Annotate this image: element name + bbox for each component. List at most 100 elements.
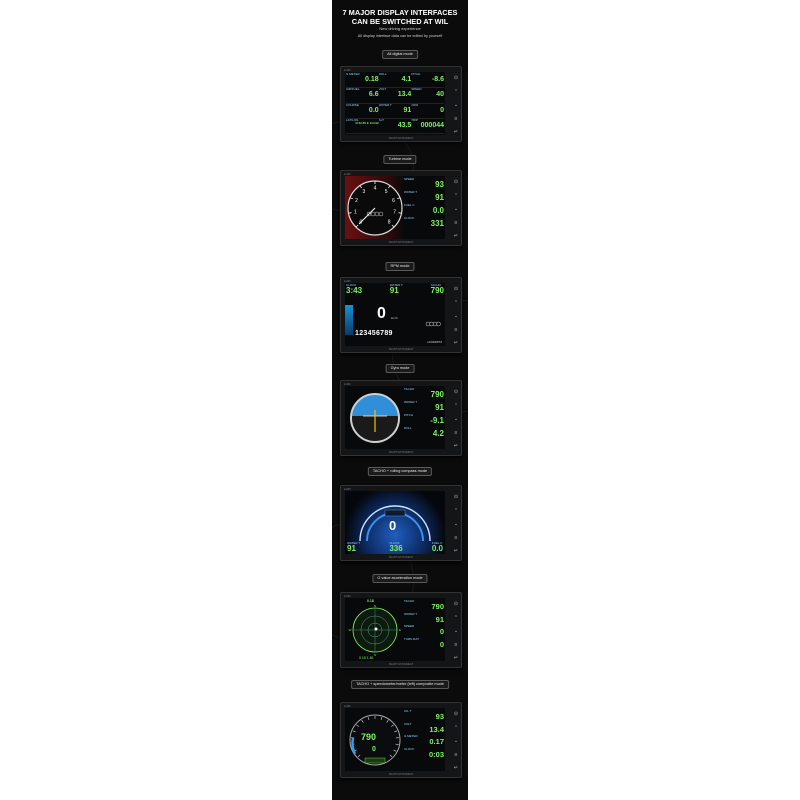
readout-value: 3:43	[346, 286, 363, 295]
back-icon[interactable]: ↵	[453, 765, 459, 771]
clock-icon[interactable]: ⊙	[453, 179, 459, 185]
brand-logo: LUFI	[344, 172, 351, 176]
readout-value: 0:03	[428, 749, 444, 759]
bar-indicator	[364, 757, 386, 764]
cell-label: WATER T	[378, 103, 392, 107]
clock-icon[interactable]: ⊙	[453, 389, 459, 395]
down-arrow-icon[interactable]: ⌄	[453, 313, 459, 319]
up-arrow-icon[interactable]: ⌃	[453, 507, 459, 514]
up-arrow-icon[interactable]: ⌃	[453, 614, 459, 621]
gauge-tick	[357, 754, 361, 758]
device-footer: SMART INSTRUMENT	[388, 663, 414, 666]
menu-icon[interactable]: ≡	[454, 219, 458, 226]
bezel-top: LUFI	[344, 594, 453, 598]
readout-value: 790	[430, 390, 444, 399]
side-buttons: ⊙ ⌃ ⌄ ≡ ↵	[452, 601, 460, 661]
down-arrow-icon[interactable]: ⌄	[453, 628, 459, 634]
back-icon[interactable]: ↵	[453, 340, 459, 346]
readout-label: CLOCK	[346, 283, 357, 287]
up-arrow-icon[interactable]: ⌃	[453, 192, 459, 199]
up-arrow-icon[interactable]: ⌃	[453, 88, 459, 95]
menu-icon[interactable]: ≡	[454, 534, 458, 541]
cell-label: SPEED	[411, 88, 422, 92]
gauge-ring	[349, 714, 401, 766]
down-arrow-icon[interactable]: ⌄	[453, 416, 459, 422]
down-arrow-icon[interactable]: ⌄	[453, 102, 459, 108]
cell-label: COURSE	[346, 103, 359, 107]
side-buttons: ⊙ ⌃ ⌄ ≡ ↵	[452, 494, 460, 554]
readout-value: 790	[430, 286, 444, 295]
menu-icon[interactable]: ≡	[454, 115, 458, 122]
clock-icon[interactable]: ⊙	[453, 601, 459, 607]
readout-label: TACHO	[430, 283, 441, 287]
clock-icon[interactable]: ⊙	[453, 75, 459, 81]
readout-value: 0	[439, 639, 444, 649]
back-icon[interactable]: ↵	[453, 233, 459, 239]
speed-unit: km/h	[391, 316, 398, 320]
rpm-scale: 123456789	[355, 330, 393, 337]
readout-label: FUEL C	[404, 203, 415, 207]
readout-value: 91	[435, 403, 444, 412]
menu-icon[interactable]: ≡	[454, 429, 458, 436]
brand-logo: LUFI	[344, 68, 351, 72]
g-value: 0.18	[367, 599, 374, 603]
back-icon[interactable]: ↵	[453, 443, 459, 449]
down-arrow-icon[interactable]: ⌄	[453, 521, 459, 527]
back-icon[interactable]: ↵	[453, 548, 459, 554]
g-readout: 0.18 1.81	[359, 656, 374, 660]
g-dot	[374, 627, 378, 631]
down-arrow-icon[interactable]: ⌄	[453, 206, 459, 212]
compass-n: N	[374, 604, 376, 608]
bezel-top: LUFI	[344, 382, 453, 386]
compass-e: E	[399, 628, 401, 632]
cell-label: PITCH	[411, 73, 421, 76]
page-title: 7 MAJOR DISPLAY INTERFACES CAN BE SWITCH…	[332, 8, 468, 26]
clock-icon[interactable]: ⊙	[453, 711, 459, 717]
brand-logo: LUFI	[344, 704, 351, 708]
cell-label: TRIP	[411, 118, 419, 122]
bezel-top: LUFI	[344, 704, 453, 708]
tacho-arc	[359, 505, 431, 542]
mode-label: TACHO + speedometer/meter (left) composi…	[351, 680, 449, 689]
menu-icon[interactable]: ≡	[454, 751, 458, 758]
readout-value: 13.4	[429, 724, 444, 734]
readout-value: 790	[431, 602, 444, 611]
menu-icon[interactable]: ≡	[454, 641, 458, 648]
subtitle: New driving experience	[379, 26, 421, 31]
back-icon[interactable]: ↵	[453, 129, 459, 135]
clock-icon[interactable]: ⊙	[453, 286, 459, 292]
clock-icon[interactable]: ⊙	[453, 494, 459, 500]
gauge-tick	[356, 724, 359, 727]
digital-cell: COURSE 0.0	[346, 104, 379, 119]
cell-value: 0.0	[368, 106, 379, 114]
sky	[351, 394, 399, 416]
back-icon[interactable]: ↵	[453, 655, 459, 661]
brand-logo: LUFI	[344, 487, 351, 491]
brand-logo: LUFI	[344, 594, 351, 598]
up-arrow-icon[interactable]: ⌃	[453, 402, 459, 409]
gauge-tick	[393, 749, 397, 752]
down-arrow-icon[interactable]: ⌄	[453, 738, 459, 744]
up-arrow-icon[interactable]: ⌃	[453, 724, 459, 731]
up-arrow-icon[interactable]: ⌃	[453, 299, 459, 306]
menu-icon[interactable]: ≡	[454, 326, 458, 333]
side-buttons: ⊙ ⌃ ⌄ ≡ ↵	[452, 711, 460, 771]
gauge-tick-label: 4	[374, 186, 377, 192]
